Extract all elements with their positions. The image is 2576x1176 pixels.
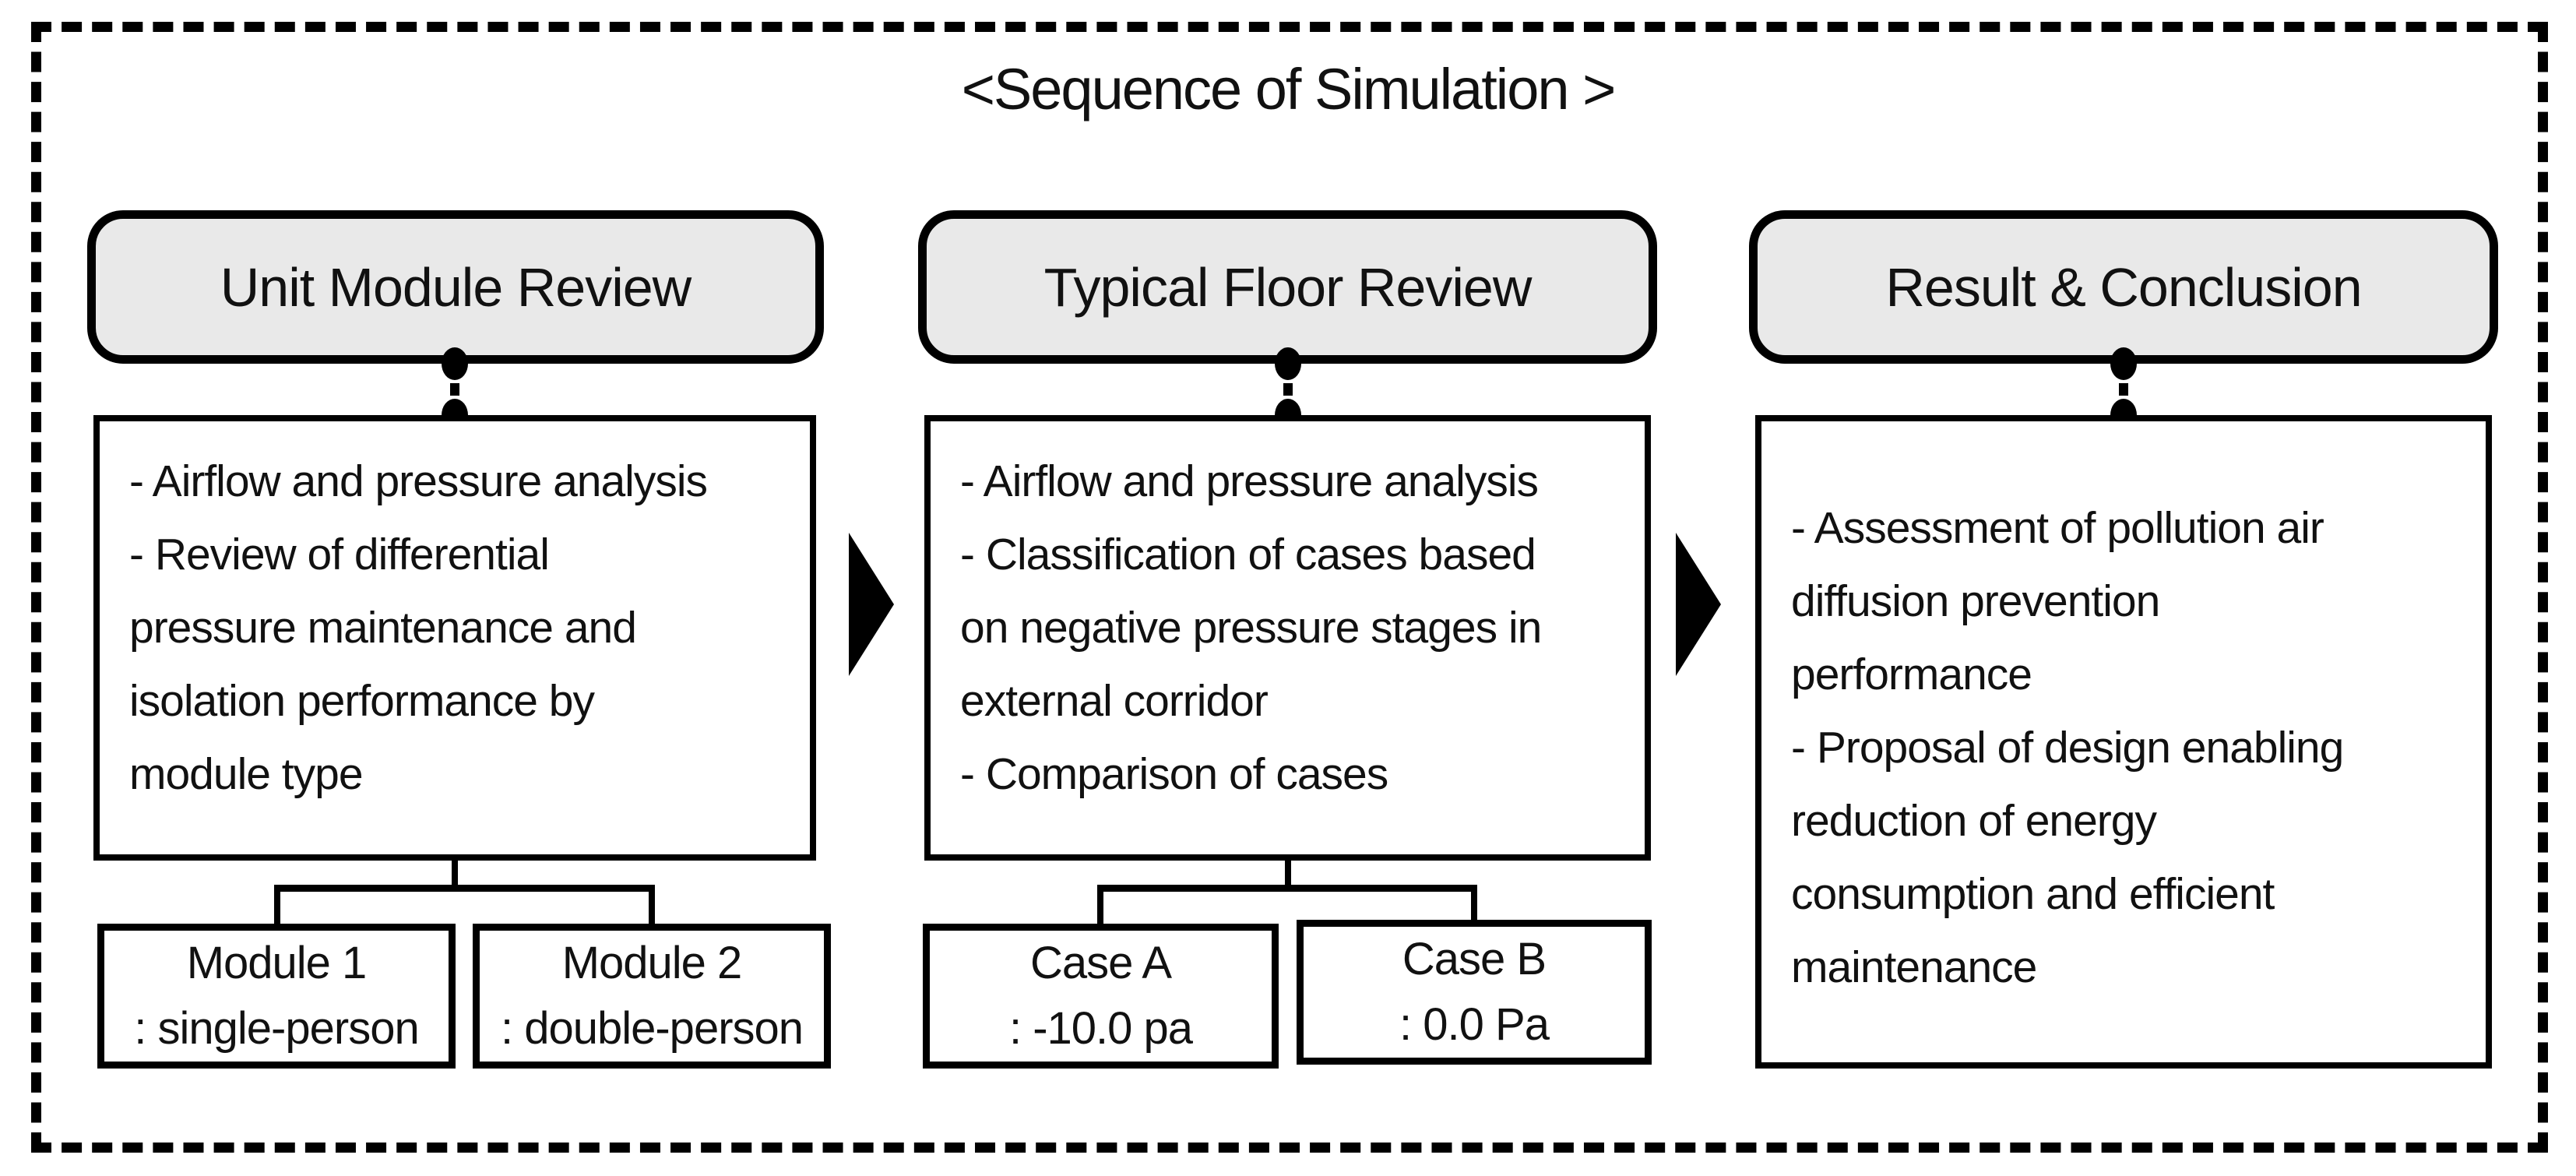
dashed-frame (31, 22, 2548, 1153)
stage-header-result-conclusion: Result & Conclusion (1749, 210, 2498, 364)
sub-node-title: Case B (1402, 934, 1547, 984)
bullet-line: - Comparison of cases (960, 749, 1388, 799)
branch-tick-line (1097, 885, 1103, 924)
stage-detail-box-unit-module: - Airflow and pressure analysis - Review… (93, 415, 816, 861)
stage-detail-box-result-conclusion: - Assessment of pollution air diffusion … (1755, 415, 2492, 1069)
branch-bar-line (274, 885, 655, 892)
sub-node-title: Module 1 (186, 938, 368, 988)
bullet-line: reduction of energy (1791, 796, 2157, 846)
connector-dash-icon (2119, 383, 2128, 396)
sub-node-module-2: Module 2 : double-person (473, 924, 831, 1069)
stage-detail-box-typical-floor: - Airflow and pressure analysis - Classi… (924, 415, 1651, 861)
connector-dot-icon (442, 347, 468, 380)
stage-header-label: Typical Floor Review (1043, 256, 1533, 318)
bullet-line: isolation performance by (129, 676, 595, 726)
branch-tick-line (1471, 885, 1477, 924)
bullet-line: module type (129, 749, 364, 799)
sub-node-subtitle: : 0.0 Pa (1399, 999, 1550, 1050)
bullet-line: - Review of differential (129, 530, 550, 579)
sub-node-subtitle: : double-person (500, 1003, 804, 1054)
stage-header-label: Result & Conclusion (1885, 256, 2362, 318)
stage-header-label: Unit Module Review (220, 256, 692, 318)
bullet-line: consumption and efficient (1791, 869, 2275, 919)
flow-arrow-icon (849, 533, 894, 676)
connector-dash-icon (450, 383, 459, 396)
bullet-line: maintenance (1791, 942, 2037, 992)
branch-stem-line (452, 861, 458, 885)
branch-stem-line (1285, 861, 1291, 885)
bullet-line: pressure maintenance and (129, 603, 637, 653)
bullet-line: - Airflow and pressure analysis (129, 456, 708, 506)
bullet-line: diffusion prevention (1791, 576, 2160, 626)
bullet-line: external corridor (960, 676, 1269, 726)
sub-node-module-1: Module 1 : single-person (97, 924, 456, 1069)
stage-header-typical-floor-review: Typical Floor Review (918, 210, 1657, 364)
sub-node-title: Case A (1030, 938, 1172, 988)
branch-tick-line (274, 885, 280, 924)
connector-dot-icon (1275, 347, 1301, 380)
flow-arrow-icon (1676, 533, 1721, 676)
sub-node-case-b: Case B : 0.0 Pa (1297, 920, 1652, 1065)
bullet-line: on negative pressure stages in (960, 603, 1542, 653)
sub-node-title: Module 2 (561, 938, 743, 988)
sub-node-subtitle: : -10.0 pa (1008, 1003, 1193, 1054)
bullet-line: - Airflow and pressure analysis (960, 456, 1539, 506)
sub-node-case-a: Case A : -10.0 pa (923, 924, 1279, 1069)
diagram-title: <Sequence of Simulation > (961, 57, 1617, 121)
bullet-line: - Assessment of pollution air (1791, 503, 2324, 553)
bullet-line: - Proposal of design enabling (1791, 723, 2344, 773)
connector-dot-icon (2110, 347, 2137, 380)
branch-tick-line (649, 885, 655, 924)
sub-node-subtitle: : single-person (134, 1003, 419, 1054)
connector-dash-icon (1283, 383, 1293, 396)
bullet-line: - Classification of cases based (960, 530, 1536, 579)
branch-bar-line (1097, 885, 1477, 892)
bullet-line: performance (1791, 650, 2032, 699)
stage-header-unit-module-review: Unit Module Review (87, 210, 824, 364)
